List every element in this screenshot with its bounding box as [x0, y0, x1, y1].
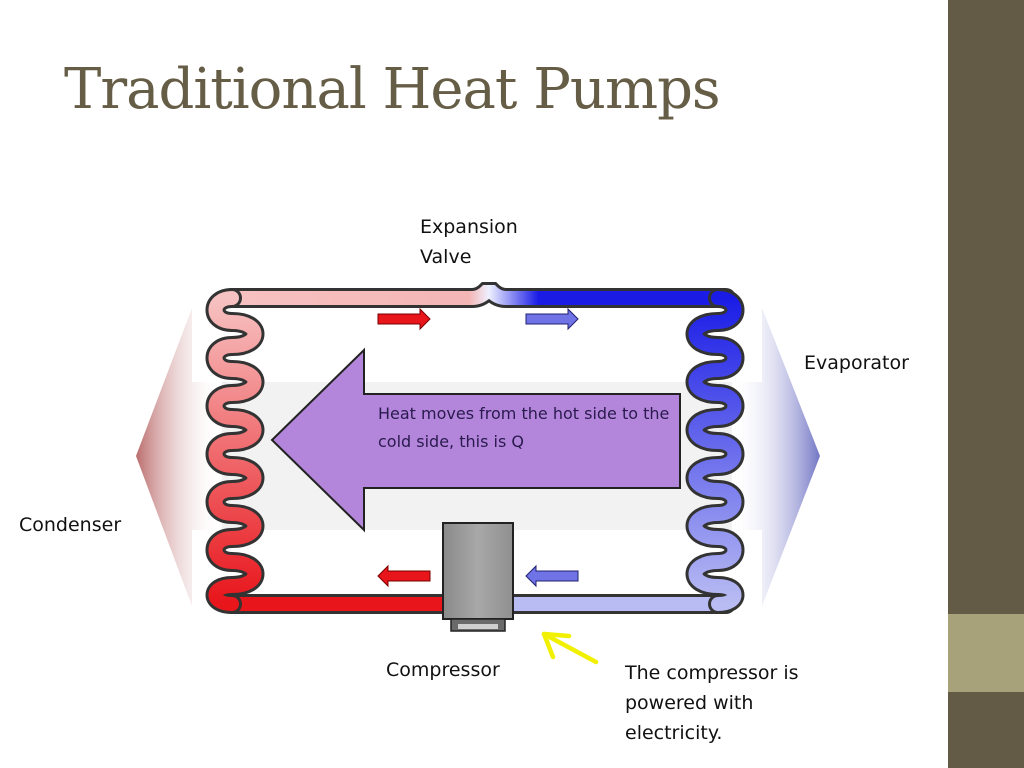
sidebar-decoration [948, 0, 1024, 768]
evaporator-coil [685, 288, 745, 614]
condenser-label: Condenser [19, 514, 122, 536]
sidebar-bar-accent [948, 614, 1024, 692]
flow-arrow-top-right-icon [525, 307, 579, 331]
compressor-icon [442, 522, 514, 632]
compressor-pointer-arrow-icon [541, 631, 599, 665]
heat-flow-callout-arrow [270, 347, 681, 533]
expansion-valve-label: Expansion Valve [420, 212, 518, 272]
compressor-note: The compressor is powered with electrici… [625, 662, 799, 744]
slide-title: Traditional Heat Pumps [64, 57, 721, 122]
evaporator-heat-arrow [732, 308, 820, 606]
sidebar-bar-top [948, 0, 1024, 614]
evaporator-label: Evaporator [804, 352, 909, 374]
sidebar-bar-bottom [948, 692, 1024, 768]
condenser-heat-arrow [136, 308, 222, 606]
flow-arrow-top-left-icon [377, 307, 431, 331]
compressor-label: Compressor [386, 659, 500, 681]
flow-arrow-bottom-right-icon [525, 564, 579, 588]
expansion-valve-label-line1: Expansion [420, 216, 518, 238]
flow-arrow-bottom-left-icon [377, 564, 431, 588]
condenser-coil [205, 288, 265, 614]
heat-pump-diagram [136, 282, 820, 665]
heat-flow-callout-text: Heat moves from the hot side to the cold… [378, 404, 670, 451]
expansion-valve-label-line2: Valve [420, 246, 472, 268]
top-pipe [222, 282, 736, 308]
